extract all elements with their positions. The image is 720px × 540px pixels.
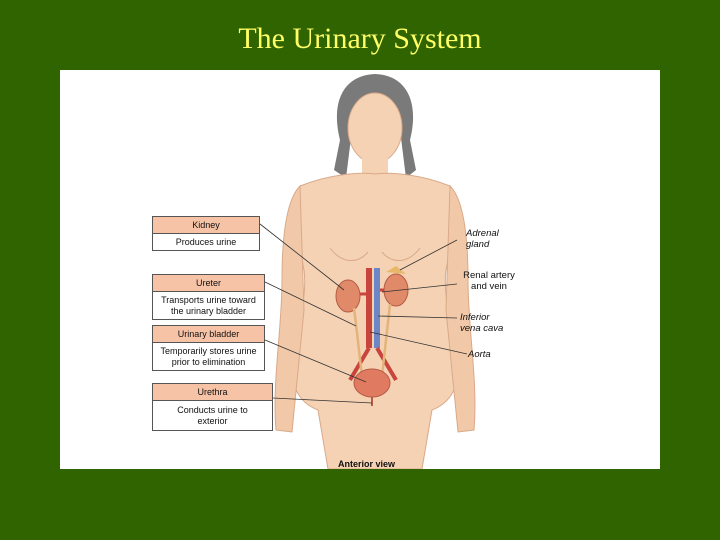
urinary-system-figure: Kidney Produces urine Ureter Transports … — [60, 70, 660, 469]
left-arm — [274, 184, 305, 433]
label-kidney-desc: Produces urine — [175, 237, 237, 247]
urinary-bladder — [353, 368, 391, 398]
label-urethra-name: Urethra — [153, 384, 272, 401]
leader-ureter — [264, 281, 357, 327]
label-bladder-name: Urinary bladder — [153, 326, 264, 343]
leader-urethra — [272, 397, 373, 404]
label-ureter-name: Ureter — [153, 275, 264, 292]
label-kidney-name: Kidney — [153, 217, 259, 234]
leader-bladder — [264, 339, 367, 383]
label-urethra-desc: Conducts urine to exterior — [177, 405, 248, 426]
label-renal-artery-vein: Renal artery and vein — [463, 270, 515, 292]
renal-vessels — [360, 288, 384, 296]
leader-lines — [259, 223, 468, 404]
figure-caption: Anterior view — [338, 459, 396, 469]
head — [347, 92, 403, 164]
leader-kidney — [259, 223, 345, 291]
left-kidney — [335, 279, 361, 313]
leader-aorta — [369, 331, 468, 355]
aorta-vessel — [366, 268, 372, 348]
leader-adrenal — [399, 239, 458, 271]
right-arm — [445, 184, 476, 433]
label-inferior-vena-cava: Inferior vena cava — [460, 312, 504, 334]
slide-title: The Urinary System — [238, 22, 482, 55]
adrenal-gland — [386, 266, 406, 274]
leader-vena-cava — [377, 315, 458, 319]
label-bladder-desc: Temporarily stores urine prior to elimin… — [160, 346, 257, 367]
vena-cava-vessel — [374, 268, 380, 348]
anatomy-illustration — [259, 74, 476, 469]
label-ureter-desc: Transports urine toward the urinary blad… — [161, 295, 256, 316]
label-urethra: Urethra Conducts urine to exterior — [152, 383, 273, 431]
label-aorta: Aorta — [468, 349, 491, 360]
leader-renal — [381, 283, 458, 293]
label-ureter: Ureter Transports urine toward the urina… — [152, 274, 265, 320]
label-kidney: Kidney Produces urine — [152, 216, 260, 251]
label-adrenal-gland: Adrenal gland — [466, 228, 499, 250]
label-urinary-bladder: Urinary bladder Temporarily stores urine… — [152, 325, 265, 371]
chest-contour — [329, 247, 421, 261]
